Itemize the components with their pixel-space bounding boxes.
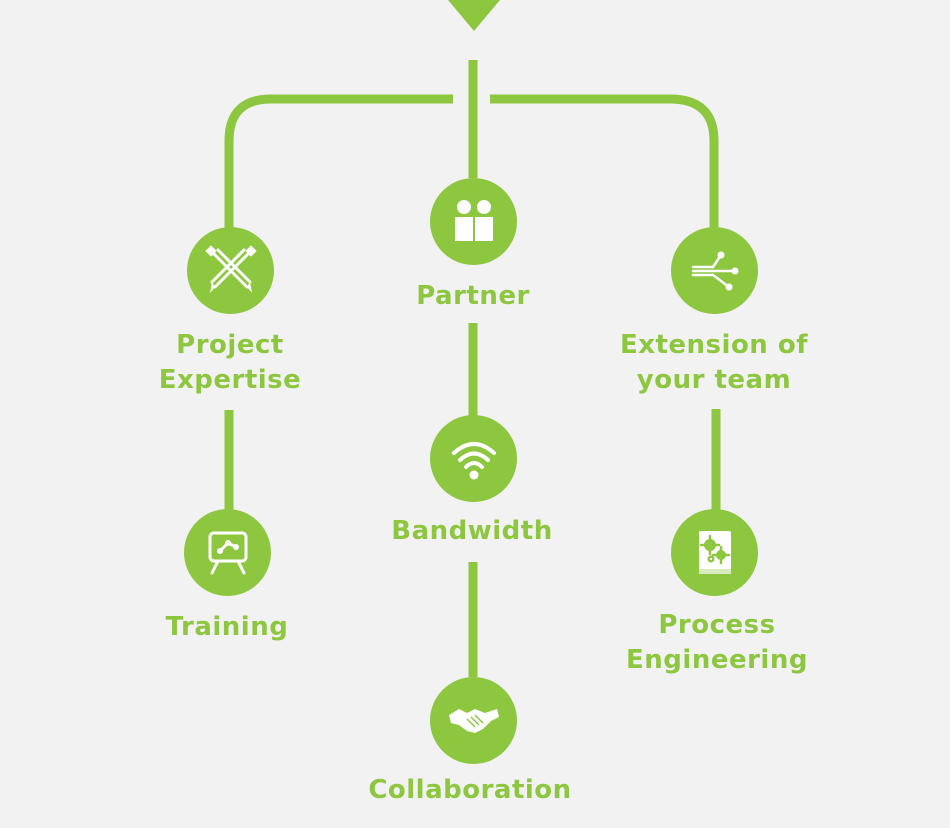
training-node-icon: [184, 509, 271, 596]
project-node-icon: [187, 227, 274, 314]
project-label-line-2: Expertise: [158, 365, 302, 395]
process-label-line-2: Engineering: [626, 645, 808, 675]
crossed-pencils-icon: [204, 244, 257, 293]
training-label-line: Training: [165, 612, 289, 642]
connector-root-extension: [490, 94, 719, 229]
process-label-line-1: Process: [658, 610, 776, 640]
bandwidth-label-line: Bandwidth: [391, 516, 553, 546]
gear-book-icon: [698, 530, 731, 574]
two-people-icon: [454, 199, 493, 241]
network-branch-icon: [691, 251, 738, 290]
partner-label: Partner: [373, 279, 573, 314]
project-label-line-1: Project: [176, 330, 284, 360]
extension-label-line-2: your team: [636, 365, 792, 395]
project-label: Project Expertise: [130, 328, 330, 398]
extension-node-icon: [671, 227, 758, 314]
top-arrow: [448, 0, 500, 31]
extension-label: Extension of your team: [604, 328, 824, 398]
bandwidth-label: Bandwidth: [372, 514, 572, 549]
presentation-board-icon: [208, 531, 247, 574]
collaboration-label: Collaboration: [360, 773, 580, 808]
handshake-icon: [448, 708, 499, 733]
collaboration-node-icon: [430, 677, 517, 764]
wifi-icon: [451, 441, 496, 479]
training-label: Training: [127, 610, 327, 645]
collaboration-label-line: Collaboration: [368, 775, 572, 805]
process-label: Process Engineering: [617, 608, 817, 678]
partner-label-line: Partner: [416, 281, 530, 311]
extension-label-line-1: Extension of: [619, 330, 809, 360]
bandwidth-node-icon: [430, 415, 517, 502]
partner-node-icon: [430, 178, 517, 265]
connector-root-project: [224, 94, 453, 229]
process-node-icon: [671, 509, 758, 596]
